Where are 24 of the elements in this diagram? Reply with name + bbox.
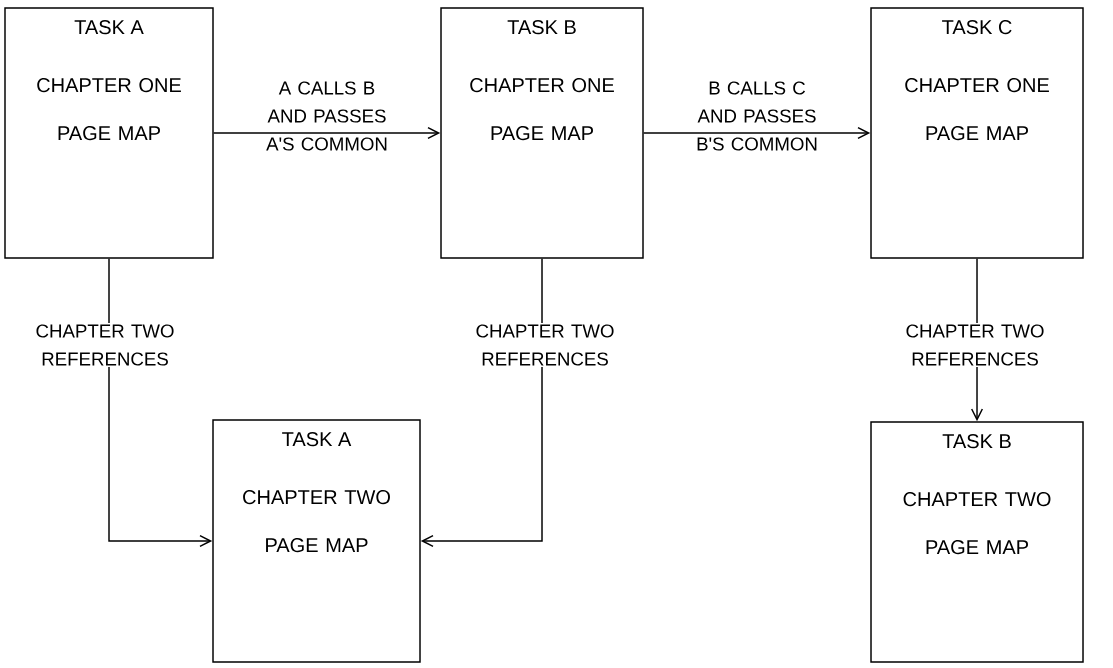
task-box bbox=[4, 7, 214, 259]
box-text: CHAPTER TWO PAGE MAP bbox=[903, 492, 1051, 555]
box-heading: TASK A bbox=[282, 432, 352, 447]
box-heading: TASK B bbox=[507, 20, 576, 35]
task-box bbox=[440, 7, 644, 259]
box-heading: TASK B bbox=[942, 434, 1011, 449]
arrow bbox=[643, 126, 871, 140]
arrow bbox=[108, 258, 213, 548]
box-heading: TASK C bbox=[942, 20, 1012, 35]
arrow bbox=[420, 258, 543, 548]
task-box bbox=[870, 7, 1084, 259]
task-box bbox=[212, 419, 421, 663]
box-text: CHAPTER TWO PAGE MAP bbox=[243, 490, 390, 553]
arrow bbox=[213, 126, 441, 140]
edge-label: B CALLS C AND PASSES B'S COMMON bbox=[697, 81, 817, 151]
task-box bbox=[870, 421, 1084, 663]
edge-label: CHAPTER TWO REFERENCES bbox=[26, 323, 184, 367]
edge-label: CHAPTER TWO REFERENCES bbox=[896, 323, 1054, 367]
box-text: CHAPTER ONE PAGE MAP bbox=[905, 78, 1049, 141]
edge-label: A CALLS B AND PASSES A'S COMMON bbox=[266, 81, 387, 151]
edge-label: CHAPTER TWO REFERENCES bbox=[466, 323, 624, 367]
box-text: CHAPTER ONE PAGE MAP bbox=[37, 78, 181, 141]
box-text: CHAPTER ONE PAGE MAP bbox=[470, 78, 614, 141]
box-heading: TASK A bbox=[74, 20, 144, 35]
